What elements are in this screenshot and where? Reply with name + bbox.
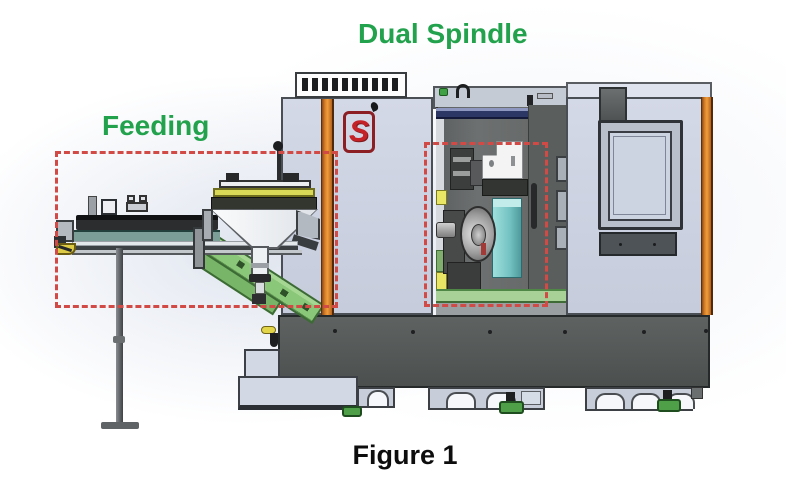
feeding-region-box [55, 151, 338, 308]
base-bolt [333, 329, 337, 333]
hinge-block [599, 87, 627, 123]
spout-lower [255, 282, 265, 294]
feeder-rail-base [72, 250, 302, 255]
base-bolt [642, 330, 646, 334]
feeder-clamp-prong [139, 195, 147, 202]
figure-caption: Figure 1 [352, 440, 458, 470]
lower-machinery [447, 262, 481, 290]
gantry-block [226, 173, 239, 182]
teal-box-cap [493, 199, 521, 207]
brand-logo-badge: S [343, 111, 375, 153]
right-orange-stripe [701, 97, 713, 315]
lintel-chip [527, 95, 533, 106]
panel-dot [619, 243, 622, 246]
vent-grille [295, 72, 407, 98]
motor-band [453, 157, 471, 162]
compartment-green-floor [436, 289, 568, 303]
red-chip [481, 243, 486, 255]
feeder-rail-dark [72, 246, 298, 250]
feeder-rail-main [76, 215, 218, 230]
spout-band [251, 263, 269, 268]
hopper-rod-ball [273, 141, 283, 151]
support-foot-plate [101, 422, 139, 429]
feeding-label: Feeding [102, 110, 210, 141]
feeder-rail-teal [72, 230, 220, 241]
leveling-foot-green [657, 399, 681, 412]
base-bolt [488, 330, 492, 334]
foot-arch [446, 392, 476, 408]
base-bolt [563, 330, 567, 334]
vent-slots [302, 78, 402, 91]
base-yellow-latch [261, 326, 276, 334]
brand-logo-glyph: S [348, 115, 369, 148]
panel-mark [511, 156, 515, 166]
dual-spindle-label: Dual Spindle [358, 18, 528, 49]
below-window-panel [599, 232, 677, 256]
yellow-patch [436, 190, 447, 205]
window-inner-line [613, 136, 666, 215]
spindle-chuck-inner [471, 224, 486, 246]
hopper-bracket-left [202, 209, 213, 241]
pedestal-step-upper [244, 349, 280, 379]
panel-dot [653, 243, 656, 246]
hopper-yellow-rim [213, 188, 315, 197]
hopper-rod [277, 146, 281, 190]
leveling-foot-stub [506, 392, 515, 403]
compartment-left-edge [436, 119, 444, 299]
dual-spindle-region-box [424, 142, 548, 307]
base-side-foot [691, 387, 703, 399]
foot-block [428, 387, 545, 410]
feeder-clamp-prong [127, 195, 135, 202]
viewing-window [608, 131, 672, 221]
feeder-clamp-base [126, 202, 148, 212]
post-collar [113, 336, 125, 343]
panel-mark [489, 160, 494, 167]
spout-coupling [249, 274, 271, 282]
hopper-gantry-bar [219, 180, 311, 188]
leveling-foot-green [499, 401, 524, 414]
foot-block [357, 387, 395, 408]
tailstock-cylinder [436, 222, 456, 238]
lintel-bar [537, 93, 553, 99]
leveling-foot-green [342, 406, 362, 417]
lintel-hook-arc [456, 84, 470, 98]
cross-slide-dark-band [482, 179, 528, 196]
pedestal-step-lower [238, 376, 358, 410]
door-handle-pill [531, 183, 537, 229]
machine-base [278, 315, 710, 388]
lintel-green-dot [439, 88, 448, 96]
base-bolt [704, 329, 708, 333]
foot-arch [367, 390, 389, 406]
foot-notch [521, 391, 541, 405]
base-latch-hook [270, 333, 278, 347]
leveling-foot-stub [663, 390, 672, 401]
gantry-beam [436, 108, 528, 119]
foot-arch [595, 393, 625, 409]
spout-foot [252, 294, 266, 304]
bar-feeder-box [101, 199, 117, 215]
motor-band [453, 171, 471, 176]
gantry-block [283, 173, 299, 182]
base-bolt [411, 330, 415, 334]
